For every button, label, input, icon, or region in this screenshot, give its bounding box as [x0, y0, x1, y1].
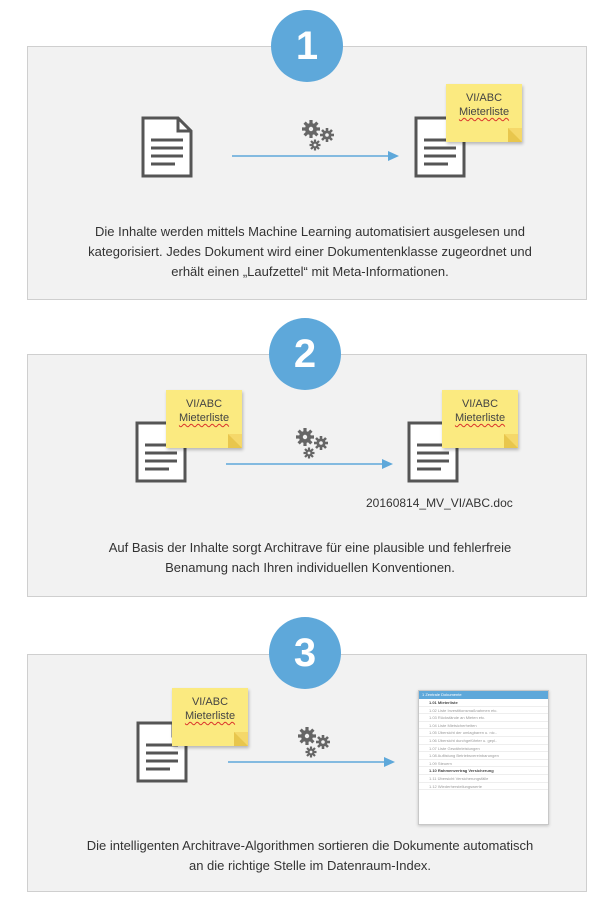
- gears-icon: [296, 428, 328, 459]
- note-line-1: VI/ABC: [191, 696, 229, 708]
- gears-icon: [298, 727, 330, 758]
- step-3-badge: 3: [269, 617, 341, 689]
- index-row: 1.02 Liste Investitionsmaßnahmen etc.: [419, 707, 548, 715]
- note-line-2: Mieterliste: [454, 412, 506, 424]
- step-1-description: Die Inhalte werden mittels Machine Learn…: [88, 224, 532, 279]
- sticky-note: VI/ABC Mieterliste: [172, 688, 248, 746]
- sticky-note: VI/ABC Mieterliste: [166, 390, 242, 448]
- note-line-1: VI/ABC: [461, 398, 499, 410]
- index-row: 1.04 Liste Mietsicherheiten: [419, 722, 548, 730]
- index-row: 1.10 Rahmenvertrag Versicherung: [419, 767, 548, 775]
- note-line-2: Mieterliste: [458, 106, 510, 118]
- note-line-1: VI/ABC: [185, 398, 223, 410]
- index-row: 1.12 Wiederherstellungswerte: [419, 783, 548, 791]
- step-2-badge: 2: [269, 318, 341, 390]
- dataroom-index: 1 Zentrale Dokumente 1.01 Mieterliste 1.…: [418, 690, 549, 825]
- document-icon: [141, 116, 193, 178]
- sticky-note: VI/ABC Mieterliste: [446, 84, 522, 142]
- step-1-badge: 1: [271, 10, 343, 82]
- index-row: 1.06 Übersicht durchgeführter u. gepl..: [419, 737, 548, 745]
- note-line-2: Mieterliste: [184, 710, 236, 722]
- arrow-right-icon: [232, 151, 399, 161]
- index-row: 1.01 Mieterliste: [419, 699, 548, 707]
- index-header: 1 Zentrale Dokumente: [419, 691, 548, 699]
- index-row: 1.09 Steuern: [419, 760, 548, 768]
- index-row: 1.07 Liste Gewährleistungen: [419, 745, 548, 753]
- note-line-1: VI/ABC: [465, 92, 503, 104]
- note-line-2: Mieterliste: [178, 412, 230, 424]
- index-row: 1.11 Übersicht Versicherungsfälle: [419, 775, 548, 783]
- index-row: 1.08 Auflistung Betriebsvereinbarungen: [419, 752, 548, 760]
- generated-filename: 20160814_MV_VI/ABC.doc: [366, 496, 513, 510]
- arrow-right-icon: [226, 459, 393, 469]
- arrow-right-icon: [228, 757, 395, 767]
- gears-icon: [302, 120, 334, 151]
- step-3-description: Die intelligenten Architrave-Algorithmen…: [86, 838, 534, 873]
- index-row: 1.05 Übersicht der umlagbaren u. nic..: [419, 729, 548, 737]
- index-row: 1.03 Rückstände an Mieten etc.: [419, 714, 548, 722]
- sticky-note: VI/ABC Mieterliste: [442, 390, 518, 448]
- step-2-description: Auf Basis der Inhalte sorgt Architrave f…: [108, 540, 512, 575]
